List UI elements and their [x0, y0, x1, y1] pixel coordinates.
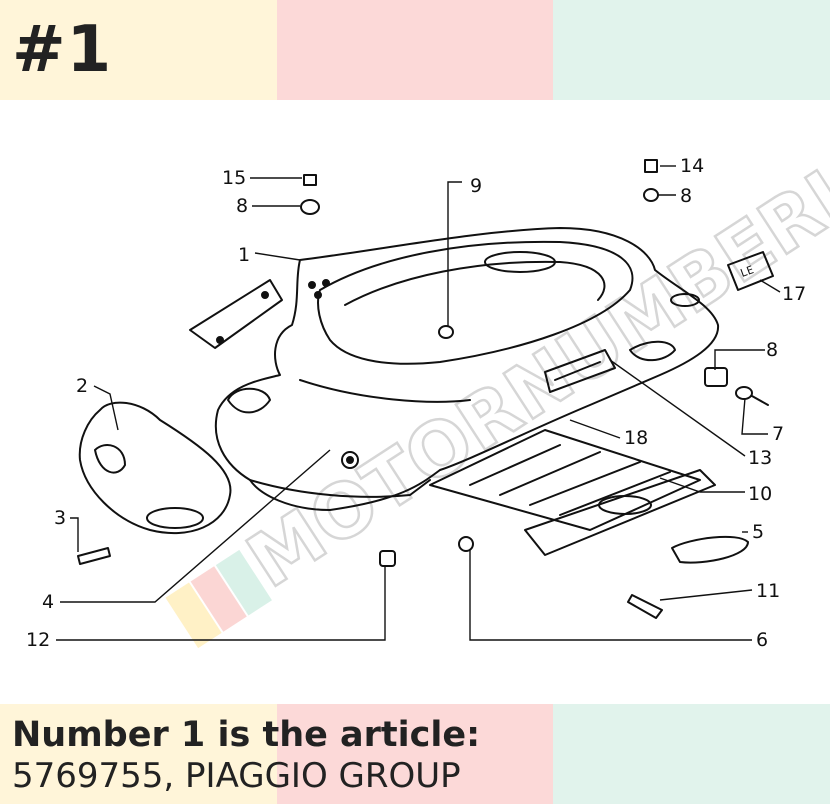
callout-18: 18: [624, 427, 648, 449]
callout-11: 11: [756, 580, 780, 602]
band-segment-pink: [276, 0, 554, 100]
part-8-grommet-left: [300, 199, 320, 215]
lower-skirt: [249, 479, 431, 498]
callout-6: 6: [756, 629, 768, 651]
top-fastener-hole: [670, 293, 700, 307]
exploded-parts-diagram: MOTORNUMBERIA: [26, 122, 830, 651]
part-5-light: [671, 535, 749, 564]
callout-10: 10: [748, 483, 772, 505]
part-11-bolt: [627, 594, 663, 619]
band-segment-mint: [553, 0, 830, 100]
callout-13: 13: [748, 447, 772, 469]
part-9-grommet: [438, 325, 454, 339]
footer-band: [0, 704, 830, 804]
left-cover-recess: [94, 444, 126, 474]
caption-title: Number 1 is the article:: [12, 715, 481, 755]
part-15-screw: [303, 174, 317, 186]
part-7-screw: [735, 386, 753, 400]
article-caption: Number 1 is the article: 5769755, PIAGGI…: [12, 714, 480, 796]
callout-7: 7: [772, 423, 784, 445]
part-3-screw: [77, 547, 111, 565]
mount-grommet: [341, 451, 359, 469]
callout-labels: 15 8 1 9 14 8 17 8 7 2 18 13 10 3 5 11 4…: [26, 155, 806, 651]
band-segment-yellow: [0, 0, 277, 100]
trim-light-slot: [598, 495, 652, 515]
part-number-badge: #1: [12, 13, 113, 87]
callout-1: 1: [238, 244, 250, 266]
part-17-tag: [727, 251, 774, 291]
left-cover-emblem: [146, 507, 204, 529]
lower-cover-panel: [429, 429, 701, 531]
callout-5: 5: [752, 521, 764, 543]
callout-8-upper-left: 8: [236, 195, 248, 217]
separate-bracket: [189, 279, 283, 349]
part-6-nut: [458, 536, 474, 552]
body-crease: [299, 379, 471, 403]
part-17-tag-label: LE: [739, 263, 756, 280]
side-vent: [629, 340, 676, 362]
band-segment-pink: [276, 704, 554, 804]
callout-8-right: 8: [766, 339, 778, 361]
header-band: [0, 0, 830, 100]
part-8-clip: [704, 367, 728, 387]
watermark-text: MOTORNUMBERIA: [233, 123, 830, 604]
storage-opening: [317, 240, 634, 365]
part-8-grommet-right: [643, 188, 659, 202]
part-12-nut: [379, 550, 396, 567]
callout-3: 3: [54, 507, 66, 529]
callout-12: 12: [26, 629, 50, 651]
side-trim-strip: [524, 469, 716, 556]
callout-9: 9: [470, 175, 482, 197]
inner-scoop: [227, 387, 271, 414]
callout-15: 15: [222, 167, 246, 189]
part-14-screw: [644, 159, 658, 173]
band-segment-mint: [553, 704, 830, 804]
callout-4: 4: [42, 591, 54, 613]
left-front-cover: [78, 401, 232, 535]
band-segment-yellow: [0, 704, 277, 804]
callout-17: 17: [782, 283, 806, 305]
callout-2: 2: [76, 375, 88, 397]
front-shield-body: [214, 227, 720, 511]
side-grille: [544, 349, 616, 393]
callout-14: 14: [680, 155, 704, 177]
inner-rim: [344, 260, 606, 306]
top-oval-vent: [484, 251, 556, 273]
callout-8-upper-right: 8: [680, 185, 692, 207]
caption-article-number: 5769755, PIAGGIO GROUP: [12, 756, 461, 796]
